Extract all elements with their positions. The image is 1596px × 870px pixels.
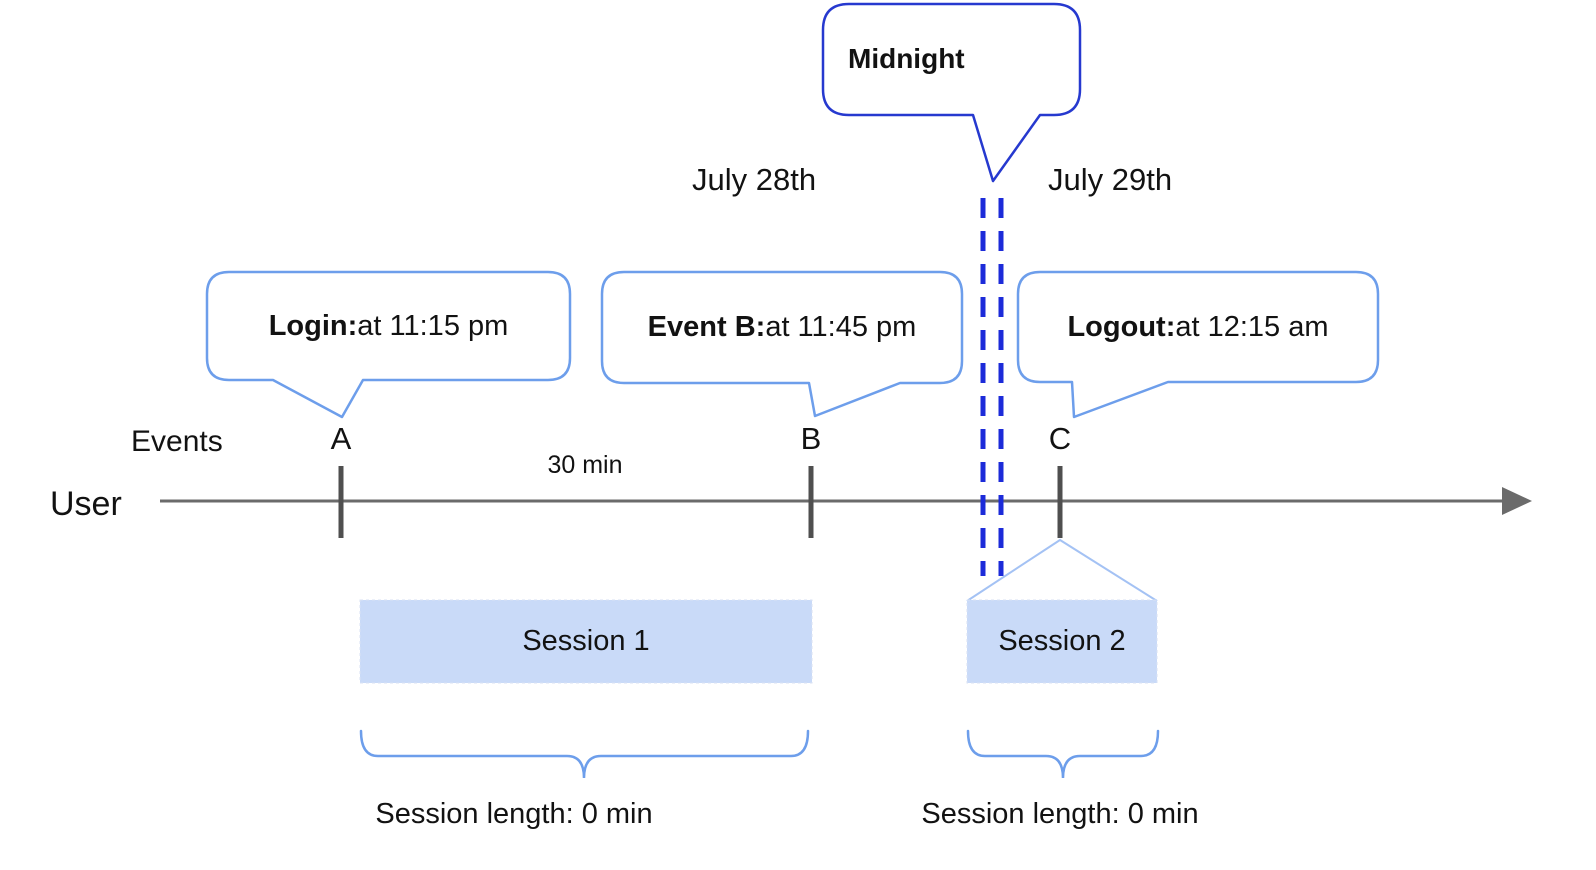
event-b-callout-time: at 11:45 pm: [765, 311, 917, 343]
interval-30min-label: 30 min: [547, 451, 623, 479]
date-july-28: July 28th: [692, 162, 817, 197]
event-b-callout-text: Event B: at 11:45 pm: [602, 272, 962, 383]
date-july-29: July 29th: [1048, 162, 1173, 197]
logout-callout-time: at 12:15 am: [1175, 310, 1329, 343]
midnight-callout-bubble: [821, 2, 1082, 183]
event-b-callout-label: Event B:: [647, 311, 766, 343]
login-callout-time: at 11:15 pm: [357, 309, 509, 342]
events-axis-label: Events: [131, 425, 223, 458]
midnight-label: Midnight: [848, 43, 965, 74]
event-b-callout-bubble: [600, 270, 964, 418]
session-1-label: Session 1: [522, 625, 650, 657]
session-1-box: [359, 599, 813, 684]
login-callout-text: Login: at 11:15 pm: [207, 272, 570, 380]
event-marker-b: B: [800, 421, 822, 456]
session-1-brace: [359, 729, 810, 779]
timeline-arrowhead: [1502, 487, 1532, 515]
login-callout-label: Login:: [268, 309, 358, 342]
session-2-length-label: Session length: 0 min: [921, 798, 1199, 830]
session-2-roof-connector: [966, 538, 1158, 602]
session-2-label: Session 2: [998, 625, 1126, 657]
logout-callout-bubble: [1016, 270, 1380, 419]
event-marker-c: C: [1048, 421, 1072, 456]
login-callout-bubble: [205, 270, 572, 419]
session-1-length-label: Session length: 0 min: [375, 798, 653, 830]
logout-callout-text: Logout: at 12:15 am: [1018, 272, 1378, 382]
session-2-brace: [966, 729, 1160, 779]
session-2-box: [966, 599, 1158, 684]
logout-callout-label: Logout:: [1067, 310, 1176, 343]
event-marker-a: A: [330, 421, 352, 456]
user-axis-label: User: [50, 485, 122, 523]
